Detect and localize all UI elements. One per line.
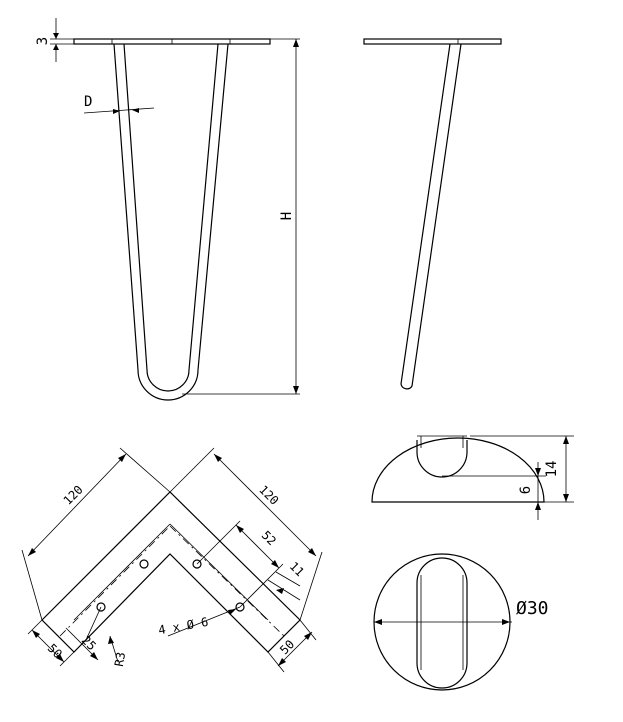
mounting-hole [192,559,202,569]
plate-side-left-label: 120 [61,483,86,508]
foot-cap-side-view [371,435,545,503]
foot-cap-slot [416,440,468,478]
mounting-plate-side [363,38,502,45]
side-view [363,38,502,390]
corner-radius-callout: R3 [108,635,128,668]
thickness-dimension: 3 [35,18,74,62]
mounting-hole [139,559,149,569]
foot-cap-profile [371,437,545,503]
rod-diameter-dimension: D [83,94,155,114]
hole-edge-label: 25 [79,633,99,653]
holes-label: 4 x Ø 6 [157,615,209,638]
height-dimension: H [279,39,299,394]
hairpin-rod-outer [113,43,229,401]
arm-width-dimension-left: 50 [27,619,75,667]
thickness-label: 3 [35,37,51,45]
foot-inner-dimension: 6 [442,462,546,520]
corner-radius-label: R3 [112,651,128,668]
arm-width-dimension-right: 50 [267,619,317,673]
rod-diameter-label: D [84,94,92,110]
plate-side-dimension-left: 120 [21,447,171,621]
hole-edge-dimension: 25 [65,606,102,661]
foot-height-label: 14 [544,461,560,478]
hole-offset-label: 11 [287,559,307,579]
plate-side-dimension-right: 120 [169,447,323,621]
hole-spacing-label: 52 [259,528,279,548]
foot-cap-top-view: Ø30 [373,553,549,691]
side-rod [400,43,462,390]
hairpin-rod-inner [123,43,219,392]
foot-height-dimension: 14 [470,435,574,503]
foot-cap-slot-outer [416,557,468,689]
front-view [73,38,300,401]
foot-diameter-label: Ø30 [516,598,549,619]
mounting-hole [96,602,106,612]
height-label: H [279,212,295,220]
mounting-hole [235,602,245,612]
foot-inner-label: 6 [518,486,534,494]
plate-side-right-label: 120 [256,483,281,508]
